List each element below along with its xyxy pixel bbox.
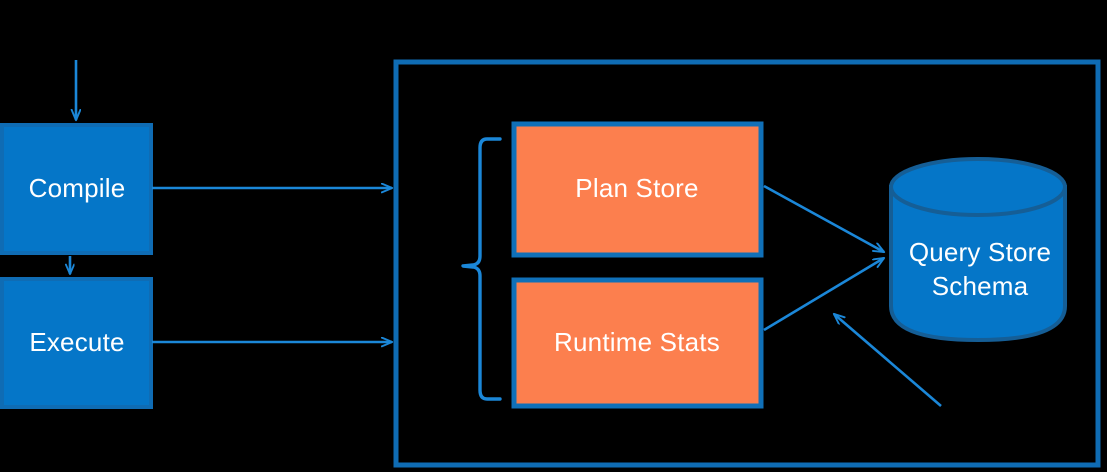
node-plan-store[interactable]: Plan Store [511,121,764,258]
plan-store-box[interactable] [511,121,764,258]
execute-label: Execute [29,327,124,357]
runtime-stats-label: Runtime Stats [554,327,720,357]
cylinder-top-ellipse [889,157,1067,217]
node-runtime-stats[interactable]: Runtime Stats [511,277,764,409]
node-execute[interactable]: Execute [0,277,153,409]
compile-box[interactable] [0,123,153,255]
query-store-boundary [393,59,1101,468]
connector-external-to-schema-icon [834,314,942,407]
runtime-stats-box[interactable] [511,277,764,409]
query-store-schema-label-line2: Schema [932,271,1029,301]
node-query-store-schema[interactable]: Query Store Schema [889,157,1067,343]
query-store-schema-label-line1: Query Store [909,237,1051,267]
connector-runtime-stats-to-schema-icon [763,256,884,332]
cylinder-body[interactable] [889,185,1067,343]
grouping-brace-icon [461,137,502,401]
connector-plan-store-to-schema-icon [763,184,884,254]
plan-store-label: Plan Store [575,173,698,203]
node-compile[interactable]: Compile [0,123,153,255]
compile-label: Compile [29,173,126,203]
execute-box[interactable] [0,277,153,409]
